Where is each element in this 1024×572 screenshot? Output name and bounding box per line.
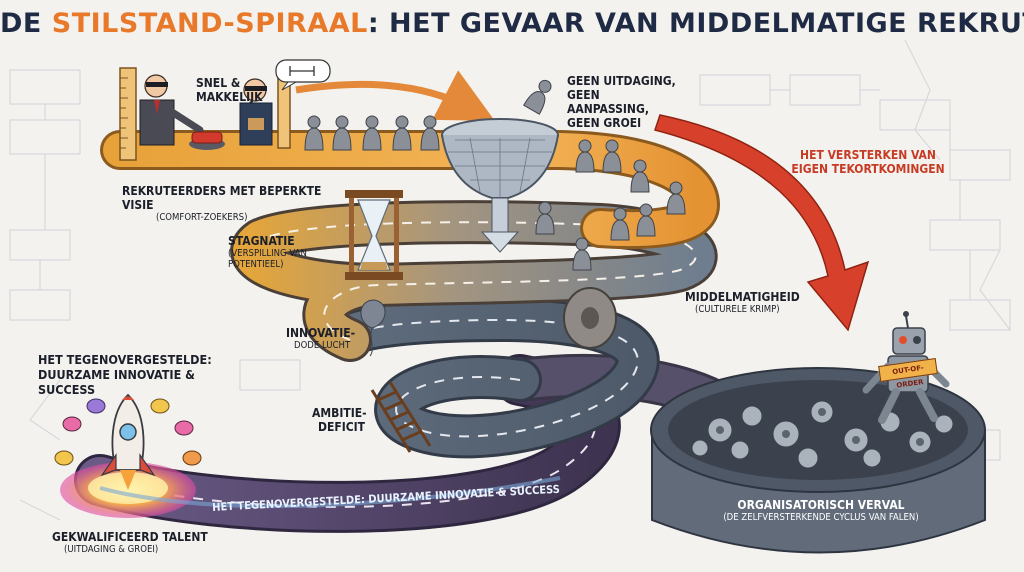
label-stagnatie-sub: (VERSPILLING VAN POTENTIEEL) (228, 248, 307, 270)
label-verval-sub: (DE ZELFVERSTERKENDE CYCLUS VAN FALEN) (723, 512, 919, 523)
label-recruiters-sub: (COMFORT-ZOEKERS) (156, 212, 248, 223)
label-innovatie: INNOVATIE- DODE LUCHT (286, 326, 366, 351)
label-middelmatigheid: MIDDELMATIGHEID (CULTURELE KRIMP) (685, 290, 825, 315)
title-suffix: : HET GEVAAR VAN MIDDELMATIGE REKRUTERIN… (367, 8, 1024, 39)
ruler (119, 67, 291, 161)
speech-bubble (275, 59, 331, 91)
orange-arrow (295, 70, 495, 121)
label-stagnatie: STAGNATIE (VERSPILLING VAN POTENTIEEL) (228, 234, 338, 270)
red-button (189, 131, 225, 150)
title-prefix: DE (0, 8, 42, 39)
label-talent: GEKWALIFICEERD TALENT (UITDAGING & GROEI… (52, 530, 232, 555)
label-geen: GEEN UITDAGING, GEEN AANPASSING, GEEN GR… (567, 74, 676, 130)
rocket (100, 393, 156, 490)
label-innovatie-sub: DODE LUCHT (294, 340, 351, 351)
label-talent-title: GEKWALIFICEERD TALENT (52, 530, 208, 544)
decay-pit (650, 367, 986, 554)
label-tegenovergestelde: HET TEGENOVERGESTELDE: DUURZAME INNOVATI… (38, 352, 212, 397)
deflated-balloon (360, 299, 386, 357)
label-snel: SNEL & MAKKELIJK (196, 76, 263, 104)
label-ambitie-sub: DEFICIT (318, 420, 366, 434)
funnel (441, 118, 559, 253)
recruiter-left (139, 74, 204, 146)
label-stagnatie-title: STAGNATIE (228, 234, 295, 248)
label-innovatie-title: INNOVATIE- (286, 326, 356, 340)
label-middelmatigheid-sub: (CULTURELE KRIMP) (695, 304, 780, 315)
label-middelmatigheid-title: MIDDELMATIGHEID (685, 290, 800, 304)
label-recruiters: REKRUTEERDERS MET BEPERKTE VISIE (COMFOR… (122, 184, 352, 223)
label-ambitie: AMBITIE- DEFICIT (312, 406, 382, 434)
stone-wheel (563, 287, 617, 349)
page-title: DE STILSTAND-SPIRAAL: HET GEVAAR VAN MID… (0, 8, 1024, 39)
label-verval: ORGANISATORISCH VERVAL (DE ZELFVERSTERKE… (706, 498, 936, 523)
label-versterken: HET VERSTERKEN VAN EIGEN TEKORTKOMINGEN (791, 148, 945, 176)
label-recruiters-title: REKRUTEERDERS MET BEPERKTE VISIE (122, 184, 322, 212)
red-arrow (654, 114, 870, 332)
label-talent-sub: (UITDAGING & GROEI) (64, 544, 159, 555)
figures-top (304, 79, 686, 271)
label-ambitie-title: AMBITIE- (312, 406, 367, 420)
bright-road (99, 476, 561, 509)
title-highlight: STILSTAND-SPIRAAL (51, 8, 368, 39)
broken-ladder (370, 381, 432, 453)
recruiter-right (239, 78, 273, 146)
brain-icons (54, 398, 202, 466)
background-flowchart (9, 39, 1011, 521)
hourglass (345, 190, 403, 280)
label-verval-title: ORGANISATORISCH VERVAL (737, 498, 905, 512)
